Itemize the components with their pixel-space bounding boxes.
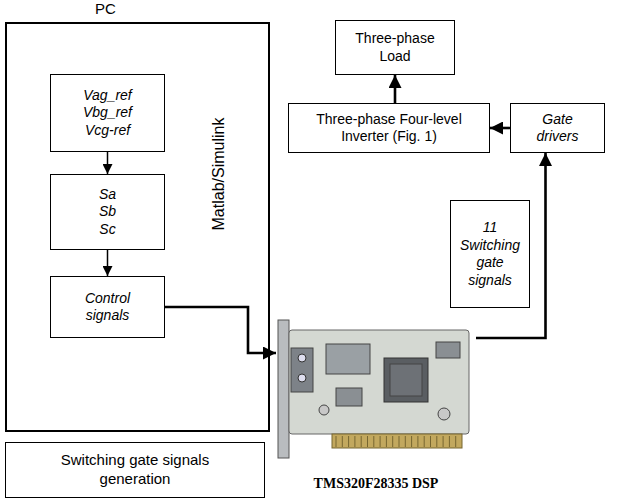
card-part: [291, 348, 313, 392]
card-contact: [424, 436, 425, 447]
box-text: Three-phase Four-level Inverter (Fig. 1): [302, 111, 477, 146]
box-text: 11 Switching gate signals: [457, 219, 523, 289]
card-contact: [348, 436, 349, 447]
dsp-board: TMS320F28335 DSP: [276, 318, 476, 496]
box-text: Vag_ref Vbg_ref Vcg-ref: [73, 87, 143, 140]
inverter-box: Three-phase Four-level Inverter (Fig. 1): [288, 103, 490, 153]
card-part: [436, 342, 460, 358]
card-contact: [417, 436, 418, 447]
card-part: [384, 358, 428, 402]
box-text: Gate drivers: [529, 111, 587, 146]
card-contact: [342, 436, 343, 447]
card-part: [332, 434, 462, 448]
box-text: Switching gate signals generation: [33, 451, 238, 489]
card-contact: [430, 436, 431, 447]
signal-arrow: [394, 75, 397, 103]
pc-heading: PC: [95, 0, 116, 19]
pc-box: PCVag_ref Vbg_ref Vcg-refSa Sb ScControl…: [5, 22, 270, 432]
card-contact: [399, 436, 400, 447]
card-part: [278, 320, 289, 458]
card-part: [298, 374, 306, 382]
box-text: Control signals: [73, 290, 143, 325]
card-contact: [367, 436, 368, 447]
card-part: [289, 330, 469, 434]
gate-driver-box: Gate drivers: [510, 103, 605, 153]
signal-arrow: [165, 307, 276, 353]
card-contact: [373, 436, 374, 447]
card-part: [438, 408, 450, 420]
card-contact: [405, 436, 406, 447]
card-part: [390, 364, 422, 396]
software-label: Matlab/Simulink: [209, 118, 229, 231]
signal-count-box: 11 Switching gate signals: [450, 200, 530, 308]
card-contact: [354, 436, 355, 447]
switch-state-box: Sa Sb Sc: [50, 174, 165, 250]
box-text: Sa Sb Sc: [93, 186, 123, 239]
card-contact: [386, 436, 387, 447]
load-box: Three-phase Load: [335, 20, 455, 75]
card-contact: [443, 436, 444, 447]
reference-box: Vag_ref Vbg_ref Vcg-ref: [50, 74, 165, 152]
caption-box: Switching gate signals generation: [5, 442, 265, 498]
card-part: [326, 344, 370, 374]
box-text: Three-phase Load: [345, 30, 445, 65]
control-box: Control signals: [50, 276, 165, 338]
card-contact: [411, 436, 412, 447]
card-contact: [336, 436, 337, 447]
card-contact: [392, 436, 393, 447]
card-contact: [449, 436, 450, 447]
dsp-card-illustration: [276, 318, 474, 466]
card-contact: [361, 436, 362, 447]
card-part: [319, 405, 329, 415]
signal-arrow: [107, 152, 109, 174]
signal-arrow: [490, 127, 510, 130]
card-part: [298, 354, 306, 362]
card-contact: [380, 436, 381, 447]
card-part: [336, 388, 362, 406]
card-contact: [455, 436, 456, 447]
signal-arrow: [107, 250, 109, 276]
dsp-label: TMS320F28335 DSP: [276, 475, 476, 493]
card-contact: [436, 436, 437, 447]
